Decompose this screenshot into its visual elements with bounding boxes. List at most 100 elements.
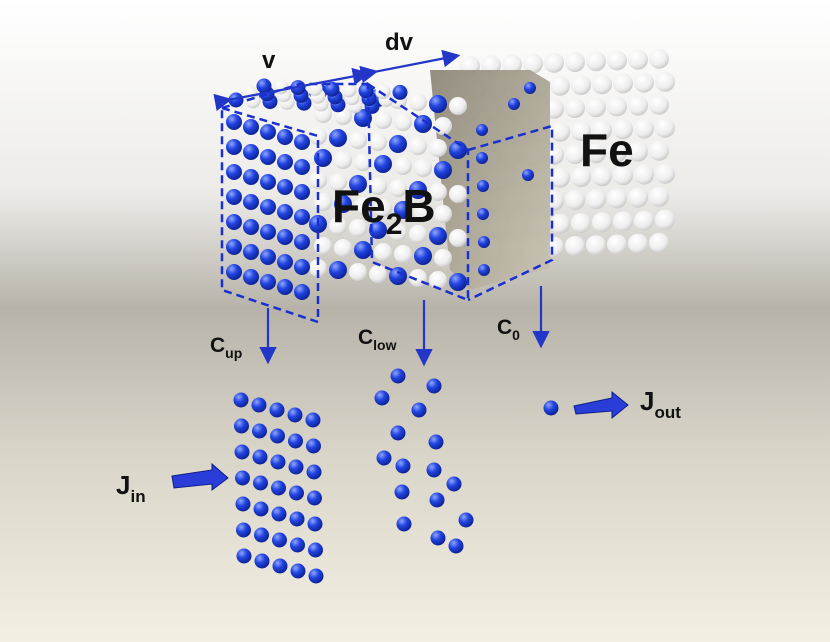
iron-atom bbox=[565, 190, 585, 210]
iron-atom bbox=[389, 179, 407, 197]
boron-atom bbox=[334, 195, 352, 213]
c0-label: C0 bbox=[497, 316, 520, 343]
iron-atom bbox=[550, 121, 570, 142]
iron-atom bbox=[607, 50, 627, 71]
boron-atom bbox=[294, 134, 310, 150]
fe2b-phase-label: Fe2B bbox=[332, 180, 436, 241]
boron-atom bbox=[395, 458, 411, 474]
boron-atom bbox=[429, 227, 447, 245]
boron-atom bbox=[272, 532, 287, 548]
boron-atom bbox=[522, 169, 534, 181]
iron-atom bbox=[349, 263, 367, 281]
iron-atom bbox=[523, 53, 543, 74]
iron-atom bbox=[586, 235, 606, 256]
boron-atom bbox=[434, 161, 452, 179]
iron-atom bbox=[375, 84, 391, 100]
v-label: v bbox=[262, 47, 276, 74]
iron-atom bbox=[571, 213, 591, 233]
iron-atom bbox=[586, 97, 606, 118]
iron-atom bbox=[655, 71, 675, 92]
boron-atom bbox=[294, 209, 310, 225]
iron-atom bbox=[389, 223, 407, 241]
boron-atom bbox=[288, 459, 304, 475]
iron-atom bbox=[607, 188, 627, 209]
iron-atom bbox=[592, 212, 612, 233]
iron-atom bbox=[634, 118, 654, 139]
boron-atom bbox=[478, 264, 490, 276]
boron-atom bbox=[277, 254, 293, 270]
iron-atom bbox=[649, 48, 669, 69]
boron-atom bbox=[349, 175, 367, 193]
boron-atom bbox=[290, 563, 306, 579]
boron-atom bbox=[277, 154, 293, 170]
boron-atom bbox=[389, 135, 407, 153]
boron-atom bbox=[369, 221, 387, 239]
boron-atom bbox=[236, 522, 251, 538]
c-up-boron-layer bbox=[233, 392, 324, 584]
boron-atom bbox=[306, 438, 321, 454]
iron-atom bbox=[607, 142, 627, 163]
iron-atom bbox=[349, 131, 367, 149]
iron-atom bbox=[409, 93, 427, 111]
boron-atom bbox=[329, 129, 347, 147]
iron-atom bbox=[334, 151, 352, 169]
iron-atom bbox=[607, 234, 627, 255]
boron-atom bbox=[251, 397, 267, 413]
iron-atom bbox=[449, 185, 467, 203]
iron-atom bbox=[655, 209, 675, 230]
boron-atom bbox=[260, 274, 276, 290]
boron-atom bbox=[308, 542, 323, 558]
iron-atom bbox=[649, 232, 669, 253]
boron-atom bbox=[277, 179, 293, 195]
boron-atom bbox=[254, 527, 269, 543]
boron-atom bbox=[329, 261, 347, 279]
iron-atom bbox=[565, 236, 585, 256]
iron-atom bbox=[434, 117, 452, 135]
boron-atom bbox=[314, 149, 332, 167]
iron-atom bbox=[613, 165, 633, 186]
iron-atom bbox=[329, 217, 347, 235]
boron-atom bbox=[294, 284, 310, 300]
j-out-label: Jout bbox=[640, 386, 681, 422]
boron-atom bbox=[307, 516, 323, 532]
fe-interface-dashed-outline bbox=[467, 124, 554, 302]
boron-atom bbox=[294, 184, 310, 200]
iron-atom bbox=[314, 237, 332, 255]
iron-atom bbox=[634, 72, 654, 93]
boron-atom bbox=[392, 84, 408, 100]
boron-atom bbox=[294, 259, 310, 275]
iron-atom bbox=[613, 119, 633, 140]
iron-atom bbox=[409, 225, 427, 243]
iron-atom bbox=[592, 120, 612, 141]
boron-atom bbox=[409, 181, 427, 199]
iron-atom bbox=[634, 210, 654, 231]
boron-atom bbox=[374, 155, 392, 173]
fe2b-front-dashed-outline bbox=[220, 106, 320, 324]
iron-atom bbox=[369, 265, 387, 283]
boron-atom bbox=[508, 98, 520, 110]
boron-atom bbox=[305, 412, 321, 428]
fe2b-crystal-block bbox=[226, 78, 467, 300]
iron-atom bbox=[544, 52, 564, 73]
iron-atom bbox=[607, 96, 627, 117]
boron-atom bbox=[254, 553, 270, 569]
boron-atom bbox=[272, 558, 288, 574]
iron-atom bbox=[655, 117, 675, 138]
boron-atom bbox=[271, 506, 287, 522]
iron-atom bbox=[649, 94, 669, 115]
boron-atom bbox=[226, 214, 242, 230]
boron-atom bbox=[260, 199, 276, 215]
boron-atom bbox=[446, 476, 462, 492]
dv-dimension-arrow bbox=[359, 49, 461, 84]
iron-atom bbox=[586, 143, 606, 164]
iron-atom bbox=[334, 239, 352, 257]
boron-atom bbox=[414, 247, 432, 265]
boron-atom bbox=[253, 475, 268, 491]
boron-atom bbox=[476, 152, 488, 164]
boron-atom bbox=[226, 239, 242, 255]
boron-atom bbox=[226, 139, 242, 155]
iron-atom bbox=[314, 193, 332, 211]
iron-atom bbox=[628, 49, 648, 70]
iron-atom bbox=[586, 51, 606, 72]
iron-atom bbox=[374, 243, 392, 261]
